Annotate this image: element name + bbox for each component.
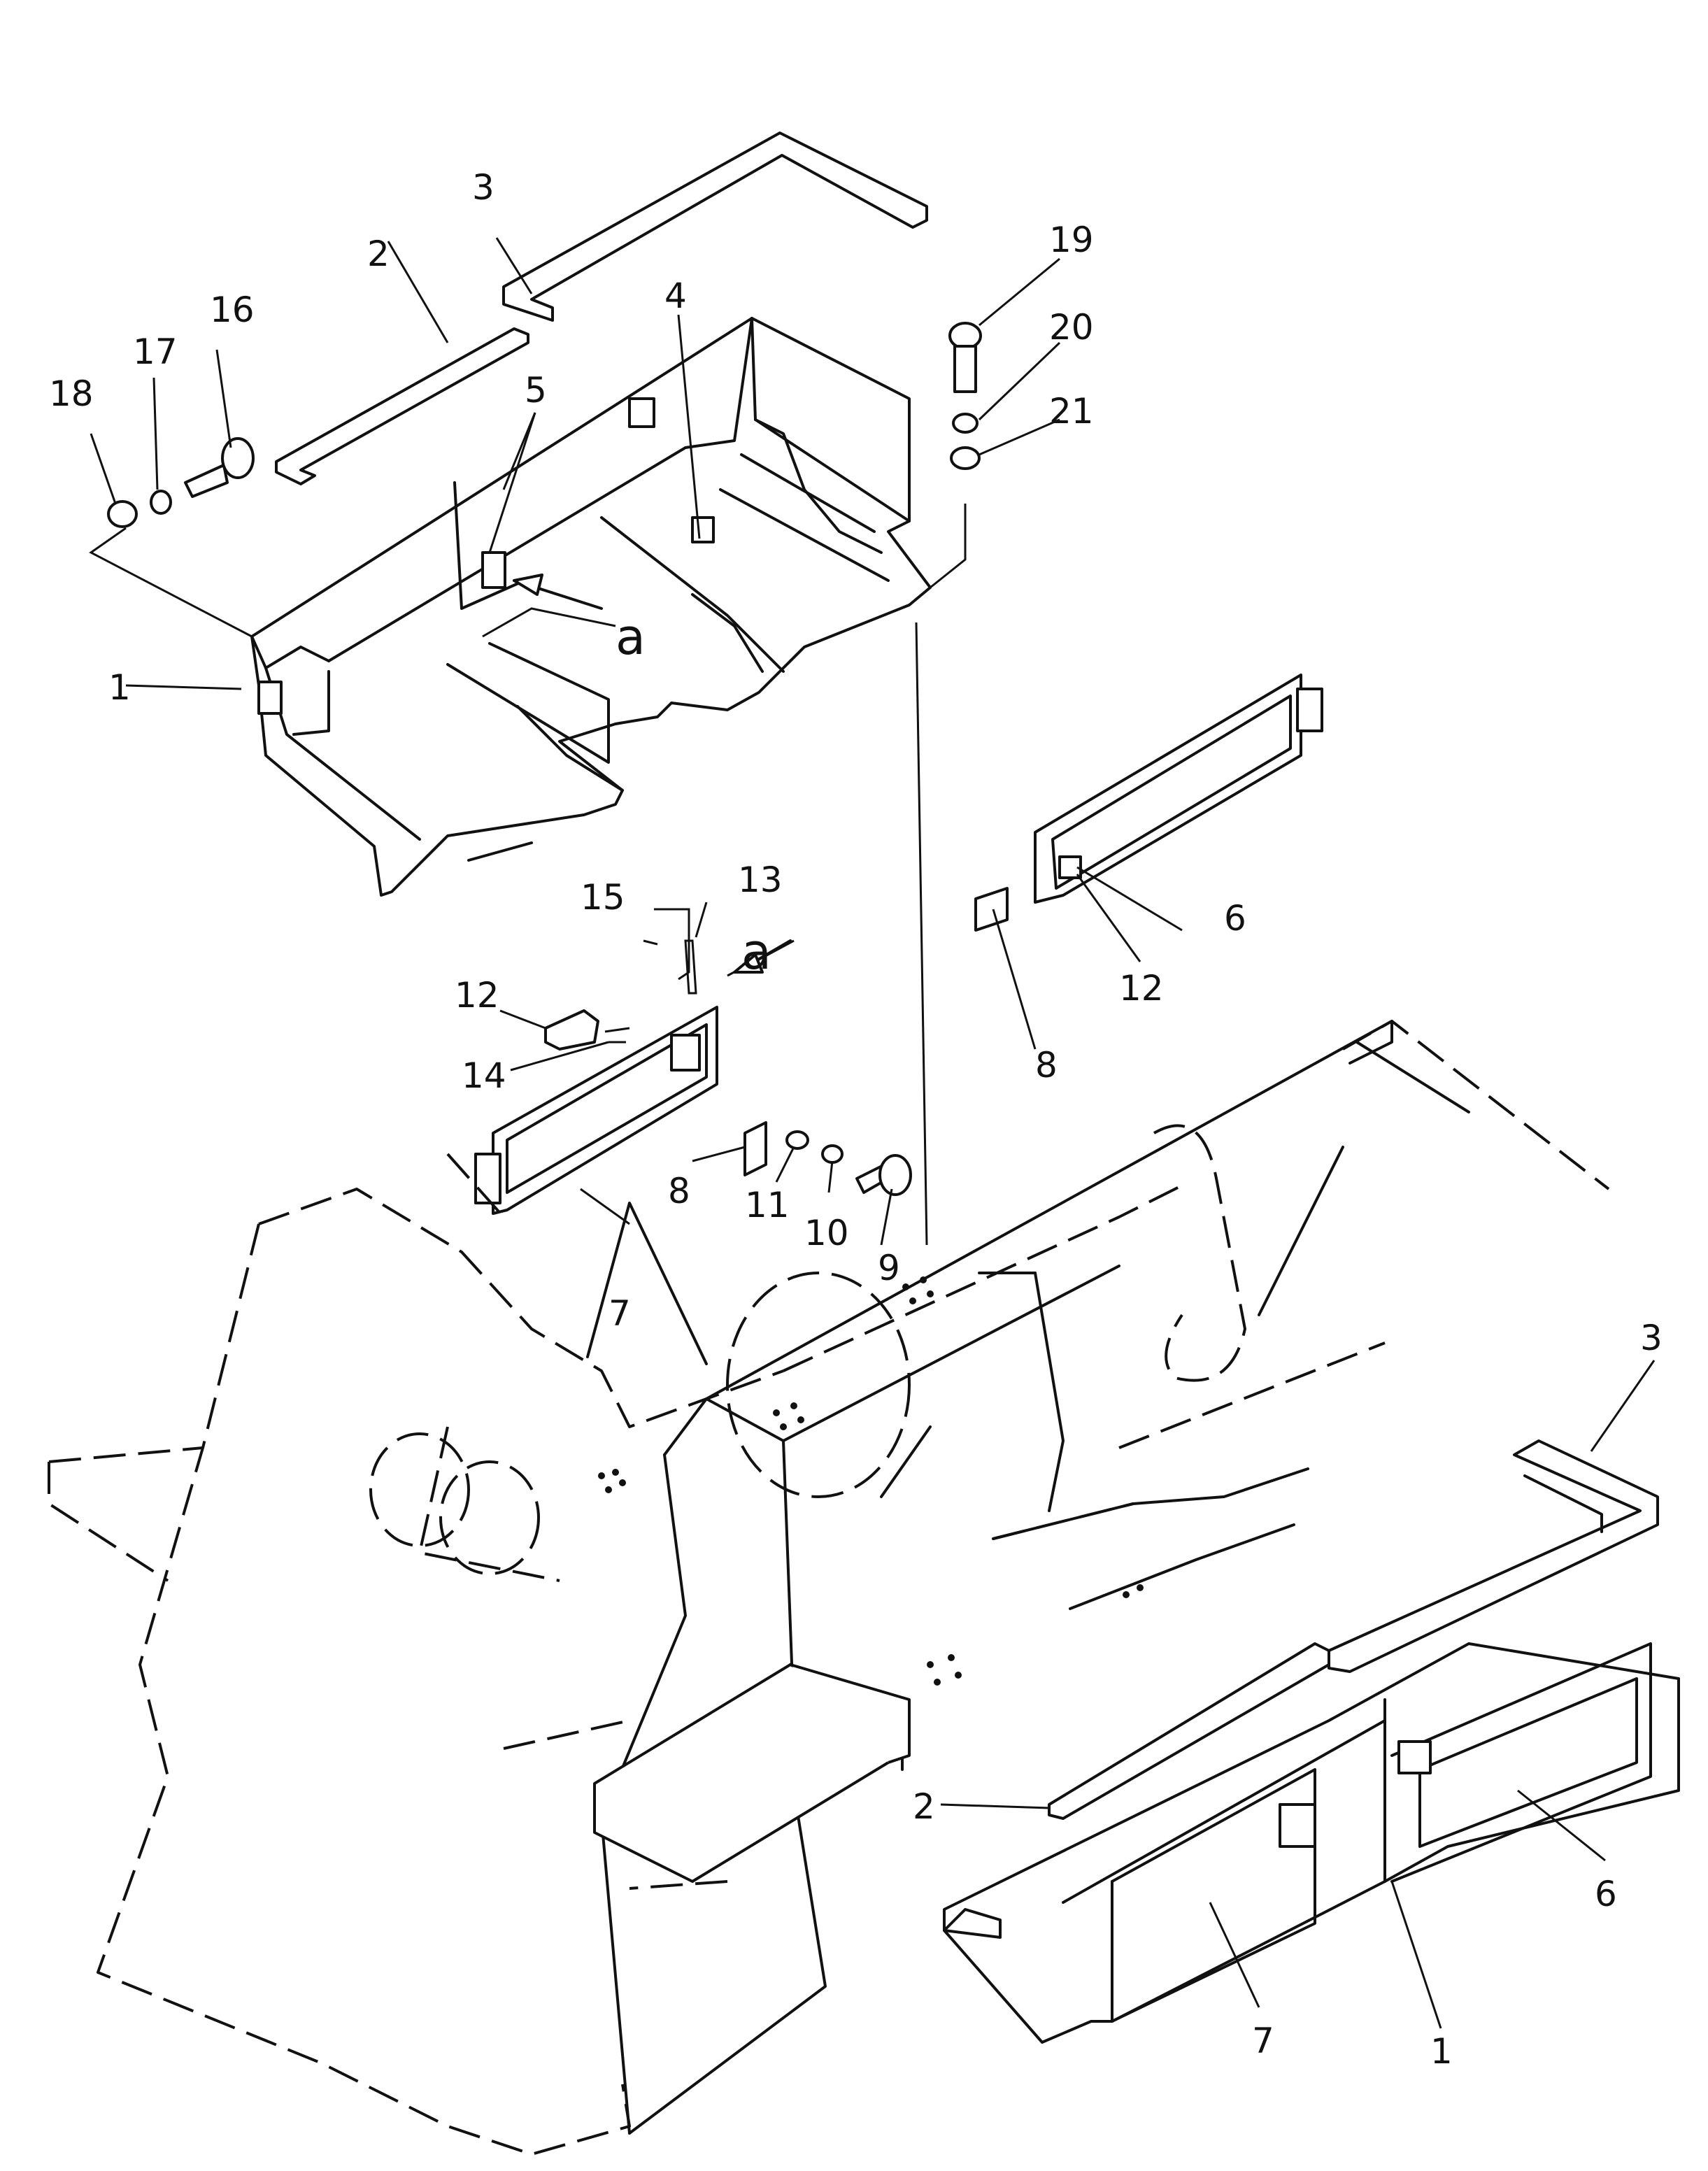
callout-6-lower: 6 [1595,1874,1617,1914]
part-2-strip-top [275,327,529,485]
part-12-latch [544,1009,599,1051]
part-8-hinge-left [743,1121,767,1176]
part-16-bolt [184,437,255,498]
callout-10: 10 [804,1213,849,1253]
callout-4: 4 [664,276,687,316]
callout-12: 12 [455,975,499,1016]
callout-7-lower: 7 [1252,2021,1274,2061]
callout-5: 5 [525,370,547,411]
callout-8-right: 8 [1035,1045,1058,1086]
part-14-pin [604,1027,630,1044]
part-6-door-panel [1034,674,1323,904]
lower-right-box-assembly [943,1642,1680,2044]
part-3-strip-top [502,131,928,322]
callout-1-lower: 1 [1430,2031,1453,2072]
callout-18: 18 [49,373,94,414]
callout-7: 7 [609,1293,631,1334]
part-9-bolt [855,1154,912,1196]
part-3-strip-lower [1328,1439,1659,1673]
part-21-washer [950,446,981,470]
part-15-bracket [654,908,690,981]
part-7-door-panel [474,1006,718,1215]
view-mark-a-upper: a [615,608,646,666]
part-18-washer [107,500,138,528]
callout-14: 14 [462,1055,506,1096]
part-13-pin [684,939,697,995]
callout-12-right: 12 [1119,968,1164,1009]
part-20-lock-washer [952,413,978,434]
part-10-lock-washer [821,1144,844,1164]
callout-21: 21 [1049,391,1094,432]
leader-lines [89,237,1656,2029]
callout-labels: 1 2 3 4 5 6 7 8 9 10 11 12 13 14 15 16 1… [49,167,1663,2072]
callout-8: 8 [668,1171,690,1211]
callout-3: 3 [472,167,494,208]
part-11-washer [785,1130,809,1150]
view-arrows [513,574,792,974]
view-mark-a-lower: a [741,923,771,981]
machine-frame-body [593,1020,1393,2135]
part-8-hinge-right [974,887,1009,932]
callout-2-lower: 2 [913,1786,935,1827]
callout-15: 15 [581,877,625,918]
callout-13: 13 [738,860,783,900]
rivet-dots [598,1276,1144,1686]
callout-16: 16 [210,290,255,330]
callout-3-lower: 3 [1640,1318,1663,1358]
part-19-bolt [948,322,982,393]
part-17-lock-washer [150,490,172,515]
callout-1: 1 [108,667,131,708]
callout-17: 17 [133,332,178,372]
callout-20: 20 [1049,307,1094,348]
part-1-box-frame-top [250,317,932,897]
callout-2: 2 [367,234,390,274]
callout-11: 11 [745,1185,790,1225]
callout-6: 6 [1224,898,1246,939]
callout-9: 9 [878,1248,900,1288]
callout-19: 19 [1049,220,1094,260]
